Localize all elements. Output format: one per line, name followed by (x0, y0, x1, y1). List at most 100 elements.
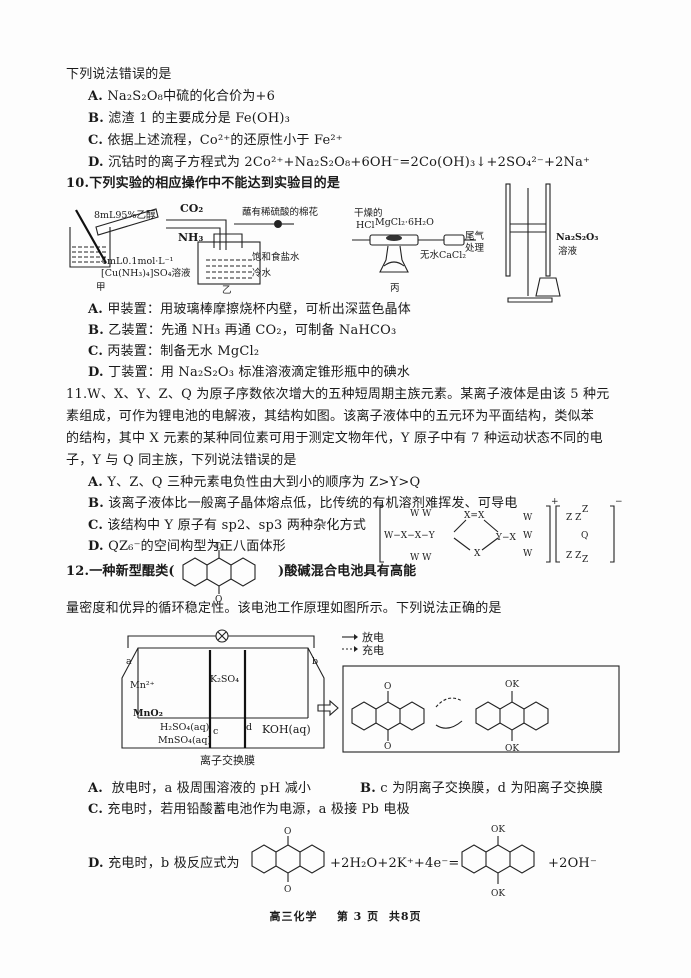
legend-discharge: 放电 (362, 631, 384, 644)
q9-option-d: D. 沉钴时的离子方程式为 2Co²⁺+Na₂S₂O₈+6OH⁻=2Co(OH)… (88, 155, 591, 170)
equation-product-structure: OK OK (461, 825, 535, 899)
membrane-label: 离子交换膜 (200, 754, 255, 767)
q9-stem: 下列说法错误的是 (66, 67, 172, 82)
tube-furnace-apparatus-icon (352, 234, 476, 273)
q9-option-c: C. 依据上述流程，Co²⁺的还原性小于 Fe²⁺ (88, 133, 343, 148)
right-solution-koh: KOH(aq) (262, 723, 311, 736)
left-solution-mnso4: MnSO₄(aq) (158, 735, 212, 746)
ionic-liquid-structure-figure: W−X−X−Y W W W W X=X X Y−X W W W + − Z Z … (379, 497, 623, 565)
svg-text:Z: Z (582, 555, 588, 565)
label-na2s2o3: Na₂S₂O₃ (556, 232, 599, 243)
equation-reactant-structure: O O (251, 827, 325, 895)
membrane-c: c (213, 726, 219, 737)
q11-option-a: A. Y、Z、Q 三种元素电负性由大到小的顺序为 Z>Y>Q (88, 475, 421, 490)
species-mn2plus: Mn²⁺ (130, 680, 155, 691)
label-cu-complex: [Cu(NH₃)₄]SO₄溶液 (101, 268, 191, 279)
q12-stem-line-2: 量密度和优异的循环稳定性。该电池工作原理如图所示。下列说法正确的是 (66, 601, 502, 616)
battery-cell-schematic (121, 629, 325, 749)
svg-text:OK: OK (505, 680, 519, 690)
label-cold-water: 冷水 (252, 268, 272, 279)
svg-text:Z Z: Z Z (566, 551, 581, 561)
species-mno2: MnO₂ (133, 708, 163, 719)
svg-text:O: O (215, 542, 222, 552)
q9-option-b: B. 滤渣 1 的主要成分是 Fe(OH)₃ (88, 111, 291, 126)
q11-stem-line-1: 11.W、X、Y、Z、Q 为原子序数依次增大的五种短周期主族元素。某离子液体是由… (66, 387, 610, 402)
q12-option-b: B. c 为阴离子交换膜，d 为阳离子交换膜 (360, 781, 603, 796)
caption-yi: 乙 (222, 285, 232, 296)
redox-mechanism-box: O O OK OK (342, 665, 620, 754)
equation-middle: +2H₂O+2K⁺+4e⁻= (330, 856, 460, 871)
q12-option-d: D. 充电时，b 极反应式为 (88, 856, 240, 871)
svg-text:W W: W W (410, 509, 432, 519)
label-ethanol: 8mL95%乙醇 (94, 210, 156, 221)
anthraquinone-polymer-structure: O O (182, 542, 256, 605)
label-dry-hcl-2: HCl (356, 220, 375, 231)
label-tail-gas-1: 尾气 (465, 231, 485, 242)
svg-text:O: O (284, 885, 291, 895)
q11-stem-line-2: 素组成，可作为锂电池的电解液，其结构如图。该离子液体中的五元环为平面结构，类似苯 (66, 409, 595, 424)
caption-jia: 甲 (96, 282, 106, 293)
footer-subject: 高三化学 (269, 910, 318, 923)
label-dry-hcl-1: 干燥的 (354, 208, 383, 219)
label-concentration: 4mL0.1mol·L⁻¹ (101, 256, 174, 267)
page-footer: 高三化学 第 3 页 共8页 (0, 908, 691, 924)
q11-option-b: B. 该离子液体比一般离子晶体熔点低，比传统的有机溶剂难挥发、可导电 (88, 496, 518, 511)
svg-text:Y−X: Y−X (495, 533, 516, 543)
electrode-b: b (312, 656, 319, 667)
label-titrant-solution: 溶液 (558, 246, 578, 257)
svg-text:Z: Z (582, 505, 588, 515)
beaker-with-rod-icon (69, 208, 159, 268)
q10-option-a: A. 甲装置：用玻璃棒摩擦烧杯内壁，可析出深蓝色晶体 (88, 302, 411, 317)
legend-charge: 充电 (362, 644, 384, 657)
footer-page: 第 3 页 (336, 910, 380, 923)
q11-option-d: D. QZ₆⁻的空间构型为正八面体形 (88, 539, 286, 554)
label-anhydrous-cacl2: 无水CaCl₂ (420, 250, 467, 261)
q10-option-b: B. 乙装置：先通 NH₃ 再通 CO₂，可制备 NaHCO₃ (88, 323, 397, 338)
middle-k2so4: K₂SO₄ (210, 674, 240, 685)
label-tail-gas-2: 处理 (465, 243, 485, 254)
q12-option-a: A. 放电时，a 极周围溶液的 pH 减小 (88, 781, 312, 796)
svg-text:OK: OK (505, 744, 519, 754)
titration-stand-icon (505, 183, 561, 303)
label-co2: CO₂ (180, 202, 204, 215)
svg-text:W W: W W (410, 553, 432, 563)
label-brine: 饱和食盐水 (252, 252, 300, 263)
svg-text:X=X: X=X (464, 511, 485, 521)
q12-stem-part2: )酸碱混合电池具有高能 (278, 564, 417, 579)
svg-text:+: + (551, 497, 559, 507)
gas-bottle-apparatus-icon (166, 219, 294, 285)
q12-option-c: C. 充电时，若用铅酸蓄电池作为电源，a 极接 Pb 电极 (88, 802, 410, 817)
svg-text:W: W (523, 513, 533, 523)
q12-stem-part1: 12.一种新型醌类( (66, 564, 175, 579)
svg-text:W−X−X−Y: W−X−X−Y (384, 531, 436, 541)
svg-text:Q: Q (581, 531, 588, 541)
q11-stem-line-4: 子，Y 与 Q 同主族，下列说法错误的是 (66, 453, 297, 468)
label-mgcl2-hydrate: MgCl₂·6H₂O (375, 217, 434, 228)
svg-text:W: W (523, 531, 533, 541)
svg-text:O: O (284, 827, 291, 837)
svg-text:Z Z: Z Z (566, 513, 581, 523)
legend-arrows (342, 634, 358, 652)
svg-text:−: − (615, 497, 623, 507)
q10-option-c: C. 丙装置：制备无水 MgCl₂ (88, 344, 260, 359)
svg-text:W: W (523, 549, 533, 559)
svg-text:OK: OK (491, 889, 505, 899)
hollow-arrow-icon (317, 699, 339, 717)
membrane-d: d (246, 722, 253, 733)
q11-option-c: C. 该结构中 Y 原子有 sp2、sp3 两种杂化方式 (88, 518, 367, 533)
svg-text:X: X (474, 549, 481, 559)
label-cotton: 蘸有稀硫酸的棉花 (242, 207, 319, 218)
svg-text:O: O (384, 742, 391, 752)
svg-text:O: O (384, 682, 391, 692)
q11-stem-line-3: 的结构，其中 X 元素的某种同位素可用于测定文物年代，Y 原子中有 7 种运动状… (66, 431, 603, 446)
caption-bing: 丙 (390, 283, 400, 294)
footer-total: 共8页 (388, 910, 422, 923)
svg-text:O: O (215, 595, 222, 605)
equation-end: +2OH⁻ (548, 856, 598, 871)
q10-stem: 10.下列实验的相应操作中不能达到实验目的是 (66, 176, 341, 191)
label-nh3: NH₃ (178, 231, 204, 244)
electrode-a: a (126, 656, 132, 667)
q10-option-d: D. 丁装置：用 Na₂S₂O₃ 标准溶液滴定锥形瓶中的碘水 (88, 365, 411, 380)
q9-option-a: A. Na₂S₂O₈中硫的化合价为+6 (88, 89, 276, 104)
svg-text:OK: OK (491, 825, 505, 835)
